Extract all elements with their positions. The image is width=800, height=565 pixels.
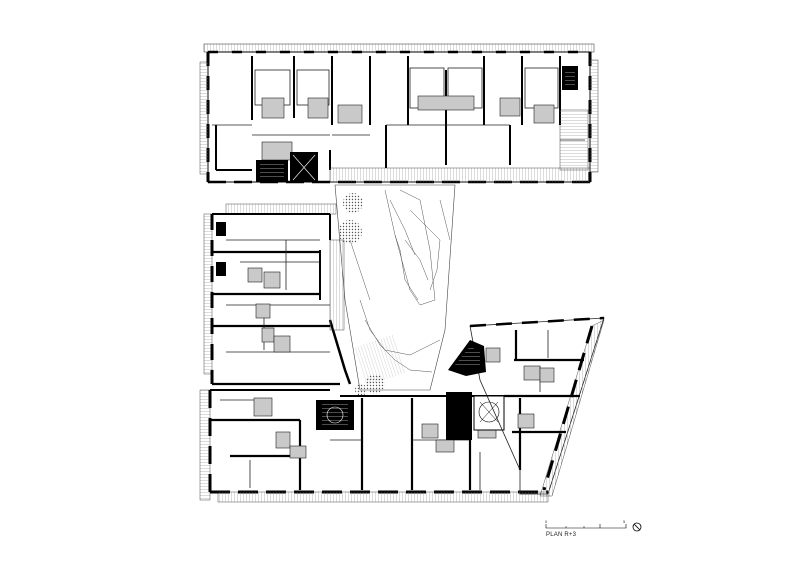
staircase-icon (316, 392, 505, 440)
north-arrow-icon (632, 522, 642, 532)
west-wing (203, 203, 352, 386)
south-wing (199, 389, 549, 503)
north-wet-rooms (261, 95, 555, 161)
plan-title: PLAN R+3 (546, 532, 577, 538)
scale-bar: 0 5 (545, 519, 627, 529)
tree-icon (338, 193, 385, 396)
courtyard (334, 184, 456, 396)
north-wing (199, 43, 599, 184)
north-stair-core (256, 66, 578, 182)
west-wet-rooms (247, 267, 291, 353)
east-wet-rooms (485, 347, 555, 429)
scale-end-label: 5 (623, 519, 626, 524)
east-wing (448, 316, 605, 497)
scale-start-label: 0 (545, 519, 548, 524)
